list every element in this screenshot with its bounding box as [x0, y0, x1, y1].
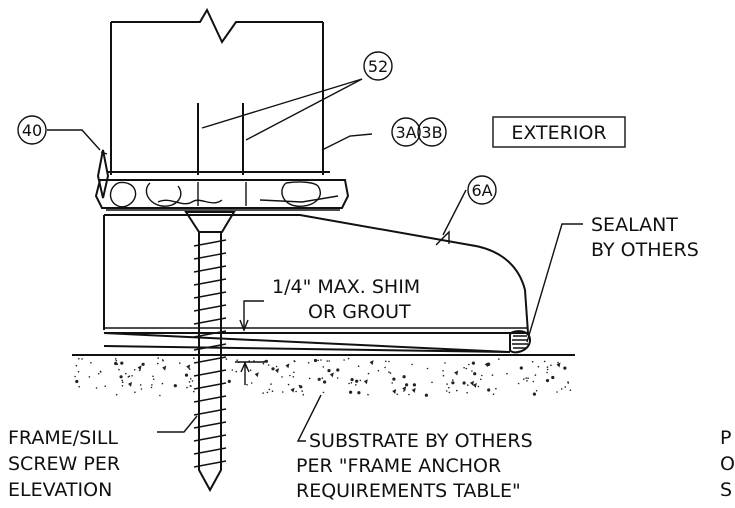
- svg-text:REQUIREMENTS TABLE": REQUIREMENTS TABLE": [296, 480, 521, 502]
- svg-text:S: S: [720, 479, 732, 501]
- exterior-label: EXTERIOR: [492, 116, 626, 148]
- substrate-note: SUBSTRATE BY OTHERS PER "FRAME ANCHOR RE…: [296, 430, 533, 502]
- shim-wedge: [103, 332, 511, 353]
- fasteners: [197, 103, 244, 175]
- svg-text:EXTERIOR: EXTERIOR: [511, 122, 606, 144]
- frame-screw-note: FRAME/SILL SCREW PER ELEVATION: [8, 427, 120, 501]
- svg-text:OR GROUT: OR GROUT: [308, 301, 411, 323]
- leader-lines: [47, 78, 583, 442]
- callout-6a: 6A: [467, 175, 497, 205]
- sill-extrusion: [94, 179, 350, 211]
- svg-text:52: 52: [368, 57, 388, 76]
- svg-text:SCREW PER: SCREW PER: [8, 453, 120, 475]
- svg-text:1/4" MAX. SHIM: 1/4" MAX. SHIM: [272, 276, 420, 298]
- svg-text:FRAME/SILL: FRAME/SILL: [8, 427, 118, 449]
- svg-text:ELEVATION: ELEVATION: [8, 479, 112, 501]
- svg-text:40: 40: [22, 121, 42, 140]
- frame-member: [108, 7, 330, 175]
- substrate: [72, 354, 575, 397]
- callout-3a: 3A: [391, 117, 421, 147]
- callout-40: 40: [17, 115, 47, 145]
- svg-text:P: P: [720, 427, 731, 449]
- svg-text:O: O: [720, 453, 735, 475]
- svg-text:PER "FRAME ANCHOR: PER "FRAME ANCHOR: [296, 455, 501, 477]
- sealant-note: SEALANT BY OTHERS: [591, 214, 699, 261]
- svg-text:3A: 3A: [395, 123, 416, 142]
- shim-note: 1/4" MAX. SHIM OR GROUT: [272, 276, 420, 323]
- callout-52: 52: [363, 51, 393, 81]
- cut-off-note: P O S: [720, 427, 735, 501]
- svg-text:3B: 3B: [421, 123, 442, 142]
- svg-text:SEALANT: SEALANT: [591, 214, 678, 236]
- sill-base: [103, 214, 530, 334]
- sill-screw: [184, 211, 236, 493]
- svg-text:BY OTHERS: BY OTHERS: [591, 239, 699, 261]
- callout-3b: 3B: [417, 117, 447, 147]
- sealant-bead: [509, 330, 532, 354]
- svg-text:6A: 6A: [471, 181, 492, 200]
- shim-dimension: [235, 361, 265, 385]
- anchor-clip: [96, 149, 110, 199]
- svg-text:SUBSTRATE BY OTHERS: SUBSTRATE BY OTHERS: [309, 430, 533, 452]
